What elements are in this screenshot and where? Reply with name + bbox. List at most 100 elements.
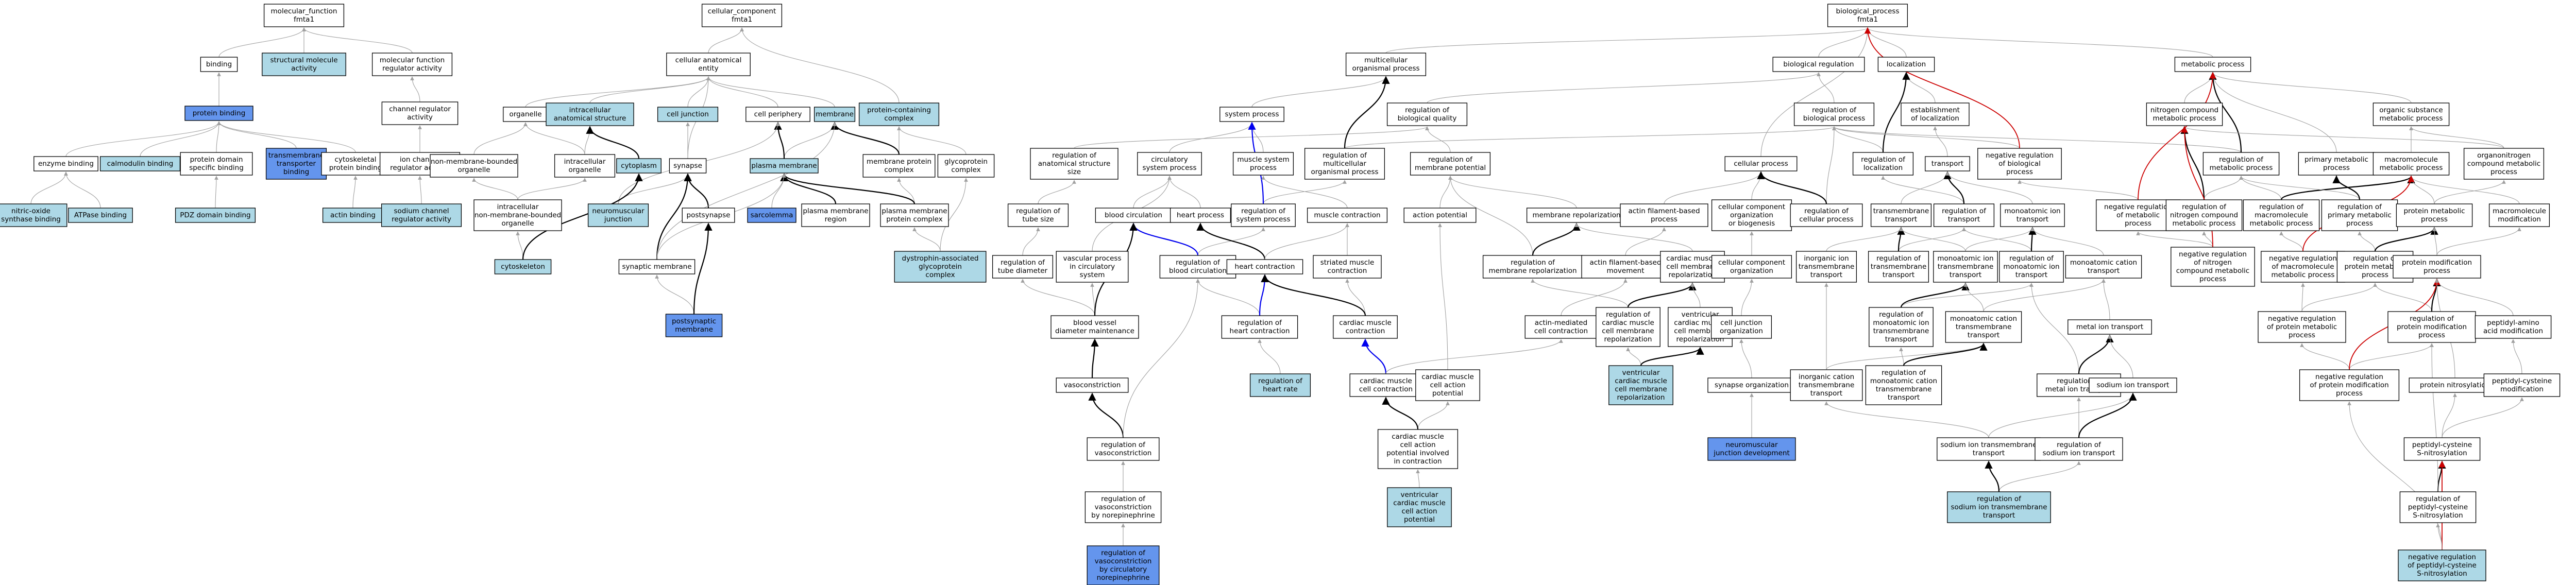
term-node-inmbo[interactable]: intracellularnon-membrane-boundedorganel… bbox=[473, 199, 562, 231]
term-node-actionpot[interactable]: action potential bbox=[1403, 208, 1477, 223]
term-node-enzbind[interactable]: enzyme binding bbox=[33, 156, 98, 171]
term-node-bioreg[interactable]: biological regulation bbox=[1772, 57, 1865, 72]
term-node-heartcont[interactable]: heart contraction bbox=[1226, 259, 1303, 274]
term-node-celljunc[interactable]: cell junction bbox=[657, 107, 719, 122]
term-node-sarcolemma[interactable]: sarcolemma bbox=[747, 208, 796, 223]
term-node-synorg[interactable]: synapse organization bbox=[1707, 377, 1796, 393]
term-node-regpeptcys[interactable]: regulation ofpeptidyl-cysteineS-nitrosyl… bbox=[2399, 491, 2477, 523]
term-node-musclecont[interactable]: muscle contraction bbox=[1307, 208, 1388, 223]
term-node-synmem[interactable]: synaptic membrane bbox=[618, 259, 696, 274]
term-node-cytoskel[interactable]: cytoskeleton bbox=[494, 259, 552, 274]
term-node-synapse[interactable]: synapse bbox=[669, 158, 707, 174]
term-node-metab[interactable]: metabolic process bbox=[2174, 57, 2251, 72]
term-node-pdz[interactable]: PDZ domain binding bbox=[175, 208, 256, 223]
term-node-actinb[interactable]: actin binding bbox=[322, 208, 384, 223]
term-node-binding[interactable]: binding bbox=[200, 57, 238, 72]
term-node-localization[interactable]: localization bbox=[1877, 57, 1935, 72]
term-node-cellper[interactable]: cell periphery bbox=[745, 107, 810, 122]
term-node-atpase[interactable]: ATPase binding bbox=[68, 208, 133, 223]
term-node-plasmamem[interactable]: plasma membrane bbox=[750, 158, 819, 174]
term-node-syssp[interactable]: system process bbox=[1219, 107, 1284, 122]
term-node-calmod[interactable]: calmodulin binding bbox=[99, 156, 181, 171]
term-node-bloodcirc[interactable]: blood circulation bbox=[1095, 208, 1172, 223]
term-node-memrepol[interactable]: membrane repolarization bbox=[1526, 208, 1627, 223]
term-node-membrane[interactable]: membrane bbox=[814, 107, 856, 122]
term-node-cellproc[interactable]: cellular process bbox=[1724, 156, 1798, 171]
term-node-cytoplasm[interactable]: cytoplasm bbox=[616, 158, 662, 174]
